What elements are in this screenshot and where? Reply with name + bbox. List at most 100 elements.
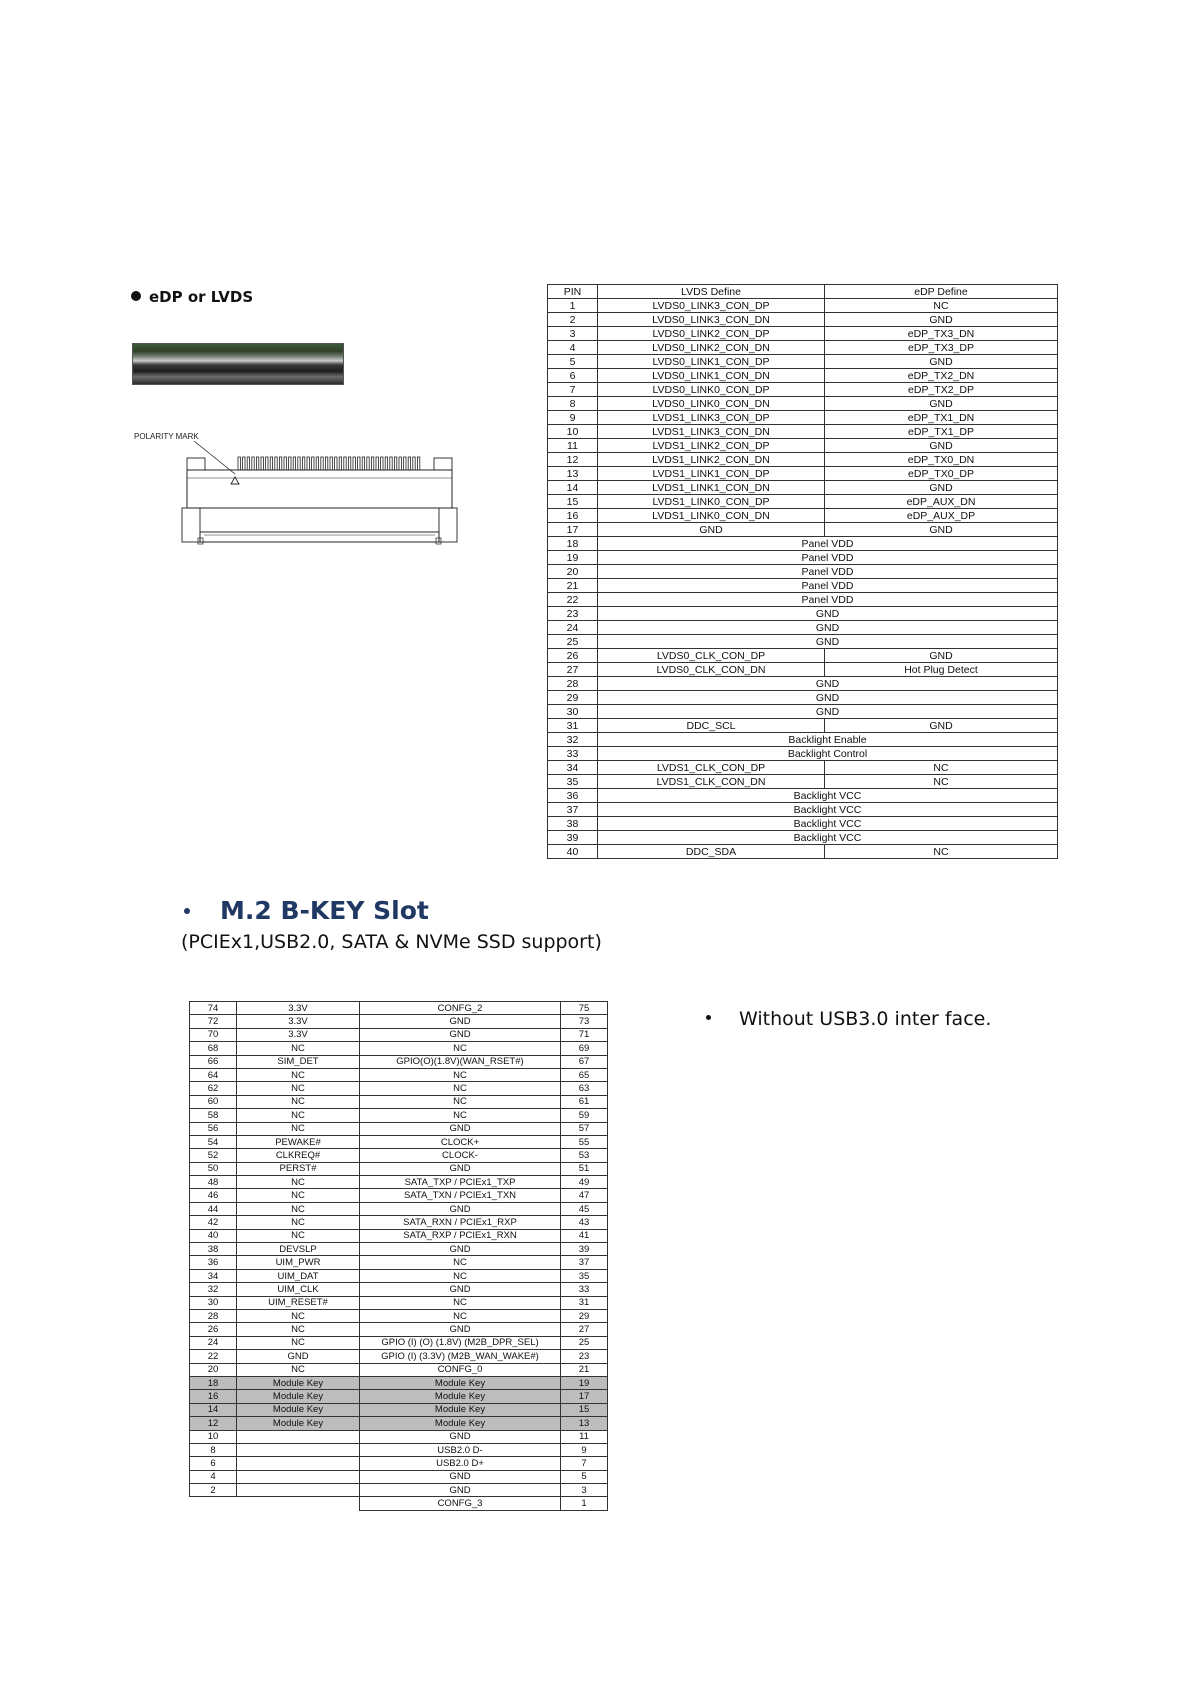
- table-cell: 2: [189, 1483, 237, 1498]
- table-cell: 34: [189, 1268, 237, 1284]
- table-cell: 22: [547, 592, 598, 607]
- bullet-icon: [706, 1015, 711, 1020]
- table-cell: LVDS0_CLK_CON_DP: [597, 648, 825, 663]
- table-cell: 3: [547, 326, 598, 341]
- table-cell: 7: [560, 1456, 608, 1471]
- table-cell: 3.3V: [236, 1014, 360, 1029]
- table-cell: 35: [547, 774, 598, 789]
- table-cell: CLOCK-: [359, 1148, 561, 1163]
- table-cell: 34: [547, 760, 598, 775]
- table-cell: Module Key: [236, 1416, 360, 1431]
- table-cell: [237, 1497, 360, 1510]
- table-cell: NC: [359, 1268, 561, 1284]
- table-cell: 39: [547, 830, 598, 845]
- bullet-icon: [184, 908, 190, 914]
- table-cell: 70: [189, 1027, 237, 1043]
- table-cell: PIN: [547, 284, 598, 299]
- table-cell: PEWAKE#: [236, 1134, 360, 1150]
- table-cell: NC: [236, 1362, 360, 1377]
- table-cell: 36: [547, 788, 598, 803]
- table-cell: NC: [236, 1322, 360, 1337]
- table-cell: UIM_DAT: [236, 1268, 360, 1284]
- table-cell: 3.3V: [236, 1000, 360, 1016]
- table-cell: eDP_TX2_DP: [824, 382, 1058, 397]
- table-cell: 11: [560, 1429, 608, 1444]
- connector-drawing: POLARITY MARK: [134, 432, 458, 545]
- table-cell: UIM_PWR: [236, 1255, 360, 1270]
- table-cell: 35: [560, 1268, 608, 1284]
- table-cell: eDP_TX0_DN: [824, 452, 1058, 467]
- table-cell: GND: [824, 438, 1058, 453]
- table-cell: SIM_DET: [236, 1054, 360, 1069]
- table-cell: Module Key: [359, 1389, 561, 1404]
- table-cell: 60: [189, 1094, 237, 1110]
- table-cell: [236, 1483, 360, 1498]
- table-cell: 9: [560, 1442, 608, 1458]
- table-cell: NC: [824, 774, 1058, 789]
- table-cell: USB2.0 D+: [359, 1456, 561, 1471]
- table-cell: LVDS0_LINK3_CON_DP: [597, 298, 825, 313]
- table-cell: LVDS0_LINK1_CON_DP: [597, 354, 825, 369]
- table-cell: [190, 1497, 237, 1510]
- table-cell: Panel VDD: [597, 550, 1058, 565]
- table-cell: DDC_SCL: [597, 718, 825, 733]
- m2-heading: M.2 B-KEY Slot: [184, 896, 429, 925]
- table-cell: eDP_AUX_DN: [824, 494, 1058, 509]
- table-cell: 19: [547, 550, 598, 565]
- table-cell: 72: [189, 1014, 237, 1029]
- table-cell: 23: [560, 1349, 608, 1364]
- table-cell: NC: [359, 1041, 561, 1056]
- table-cell: 4: [547, 340, 598, 355]
- table-cell: CLOCK+: [359, 1134, 561, 1150]
- table-cell: eDP_TX1_DN: [824, 410, 1058, 425]
- table-cell: 74: [189, 1000, 237, 1016]
- table-cell: 63: [560, 1081, 608, 1096]
- table-cell: 24: [189, 1335, 237, 1351]
- table-cell: Module Key: [236, 1375, 360, 1391]
- table-cell: 12: [547, 452, 598, 467]
- table-cell: 39: [560, 1242, 608, 1257]
- table-cell: 17: [547, 522, 598, 537]
- table-cell: 25: [560, 1335, 608, 1351]
- table-cell: 37: [560, 1255, 608, 1270]
- table-cell: NC: [236, 1308, 360, 1324]
- table-cell: USB2.0 D-: [359, 1442, 561, 1458]
- table-cell: 33: [560, 1282, 608, 1297]
- polarity-mark-label: POLARITY MARK: [134, 432, 199, 441]
- table-cell: GND: [597, 704, 1058, 719]
- table-cell: LVDS0_CLK_CON_DN: [597, 662, 825, 677]
- edp-heading: eDP or LVDS: [131, 288, 253, 306]
- table-cell: 31: [547, 718, 598, 733]
- table-cell: 40: [547, 844, 598, 859]
- table-cell: 23: [547, 606, 598, 621]
- table-cell: 29: [547, 690, 598, 705]
- table-cell: NC: [359, 1308, 561, 1324]
- table-cell: [236, 1442, 360, 1458]
- table-cell: 43: [560, 1215, 608, 1230]
- table-cell: GND: [824, 718, 1058, 733]
- table-cell: 67: [560, 1054, 608, 1069]
- table-cell: 30: [189, 1295, 237, 1310]
- table-cell: SATA_RXN / PCIEx1_RXP: [359, 1215, 561, 1230]
- table-cell: 7: [547, 382, 598, 397]
- table-cell: 46: [189, 1188, 237, 1203]
- table-cell: 21: [560, 1362, 608, 1377]
- table-cell: 69: [560, 1041, 608, 1056]
